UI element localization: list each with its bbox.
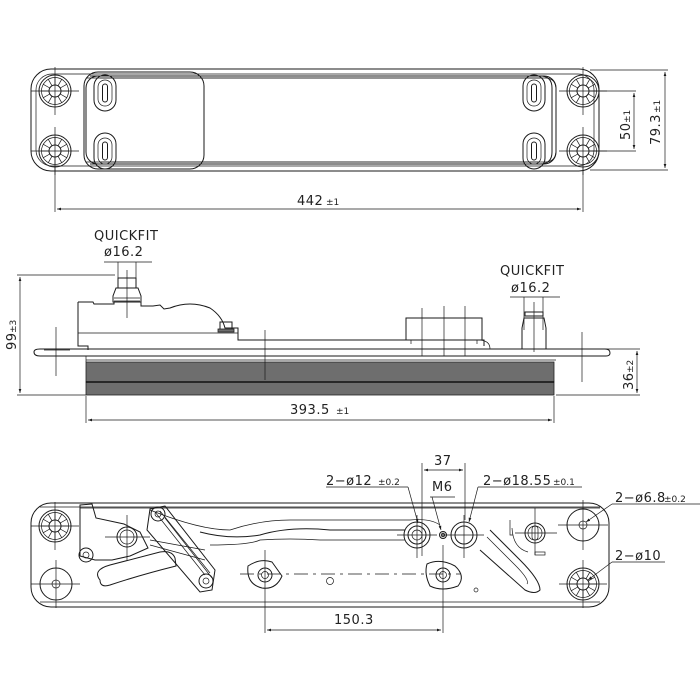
quickfit-right: [521, 297, 547, 352]
left-fitting-diameter: ø16.2: [104, 245, 143, 260]
small-port-label: 2−ø12: [326, 474, 372, 489]
mount-hole-label: 2−ø6.8: [615, 491, 666, 506]
length-dim-tol: ±1: [326, 198, 339, 208]
mount-hole-6-8: [558, 500, 608, 550]
side-view: QUICKFIT ø16.2: [5, 229, 640, 423]
hole-spacing-dim-value: 50: [619, 122, 634, 140]
top-view: 442 ±1 50 ±1 79.3 ±1: [30, 66, 668, 212]
mount-hole-tol: ±0.2: [664, 495, 686, 505]
right-small-fitting: [509, 508, 557, 556]
core-length-dim-value: 393.5: [290, 403, 330, 418]
large-port-tol: ±0.1: [553, 478, 575, 488]
core-fin-stack: [85, 361, 555, 383]
core-height-dim-value: 36: [622, 372, 637, 390]
bolt-rosette-icon: [30, 501, 80, 551]
bolt-rosette-icon: [558, 559, 608, 609]
pitch-dim: 150.3: [334, 613, 374, 628]
bolt-hole-label: 2−ø10: [615, 549, 661, 564]
right-fitting-diameter: ø16.2: [511, 281, 550, 296]
hole-spacing-dim-tol: ±1: [623, 110, 633, 123]
large-port-label: 2−ø18.55: [483, 474, 551, 489]
core-length-dim-tol: ±1: [336, 407, 349, 417]
port-oval-icon: [522, 74, 546, 112]
bottom-plate-outline: [30, 502, 610, 608]
width-dim-value: 79.3: [649, 114, 664, 145]
quickfit-left: [112, 270, 142, 318]
mount-boss-right: [425, 560, 462, 590]
top-plate-outline: [30, 68, 600, 172]
right-fitting-label: QUICKFIT: [500, 264, 564, 279]
port-spacing-dim: 37: [434, 454, 452, 469]
left-fitting-label: QUICKFIT: [94, 229, 158, 244]
port-12: [397, 515, 437, 558]
bottom-view: 37 2−ø12 ±0.2 M6 2−ø18.55 ±0.1 2−ø6.8 ±0…: [30, 454, 700, 633]
port-18-55: [444, 515, 484, 558]
overall-height-dim-tol: ±3: [9, 320, 19, 333]
port-oval-icon: [93, 74, 117, 112]
small-port-tol: ±0.2: [378, 478, 400, 488]
bracket-assembly: [78, 503, 216, 593]
thread-label: M6: [432, 480, 453, 495]
core-height-dim-tol: ±2: [626, 360, 636, 373]
plain-hole-left: [31, 560, 80, 608]
length-dim-value: 442: [297, 194, 323, 209]
overall-height-dim-value: 99: [5, 332, 20, 350]
width-dim-tol: ±1: [653, 100, 663, 113]
